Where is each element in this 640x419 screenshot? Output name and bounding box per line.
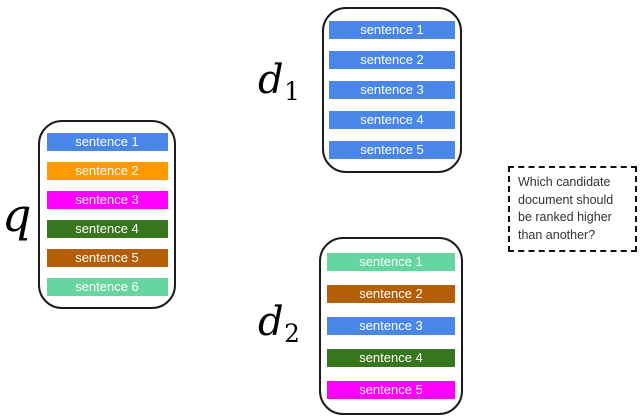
doc2-box: sentence 1 sentence 2 sentence 3 sentenc… <box>319 237 463 415</box>
doc1-label-base: d <box>258 57 284 103</box>
sentence-bar: sentence 4 <box>46 220 168 238</box>
query-label: q <box>2 192 31 238</box>
question-line: be ranked higher <box>518 210 612 224</box>
sentence-bar: sentence 3 <box>327 317 455 335</box>
sentence-bar: sentence 6 <box>46 278 168 296</box>
query-label-text: q <box>2 188 32 242</box>
sentence-bar: sentence 5 <box>327 381 455 399</box>
doc2-label-subscript: 2 <box>284 318 300 348</box>
sentence-bar: sentence 4 <box>329 111 455 129</box>
question-line: Which candidate <box>518 175 611 189</box>
sentence-bar: sentence 1 <box>329 21 455 39</box>
sentence-bar: sentence 1 <box>327 253 455 271</box>
sentence-bar: sentence 1 <box>46 133 168 151</box>
doc1-label-subscript: 1 <box>284 76 300 106</box>
sentence-bar: sentence 5 <box>329 141 455 159</box>
doc1-box: sentence 1 sentence 2 sentence 3 sentenc… <box>322 7 462 173</box>
question-line: than another? <box>518 227 596 242</box>
doc2-label-base: d <box>258 299 284 345</box>
sentence-bar: sentence 5 <box>46 249 168 267</box>
sentence-bar: sentence 3 <box>329 81 455 99</box>
sentence-bar: sentence 2 <box>46 162 168 180</box>
sentence-bar: sentence 2 <box>329 51 455 69</box>
sentence-bar: sentence 2 <box>327 285 455 303</box>
question-line: document should <box>518 192 614 207</box>
query-box: sentence 1 sentence 2 sentence 3 sentenc… <box>38 120 176 309</box>
sentence-bar: sentence 4 <box>327 349 455 367</box>
doc1-label: d1 <box>258 57 300 104</box>
sentence-bar: sentence 3 <box>46 191 168 209</box>
question-box: Which candidate document should be ranke… <box>508 166 637 252</box>
doc2-label: d2 <box>258 299 300 346</box>
